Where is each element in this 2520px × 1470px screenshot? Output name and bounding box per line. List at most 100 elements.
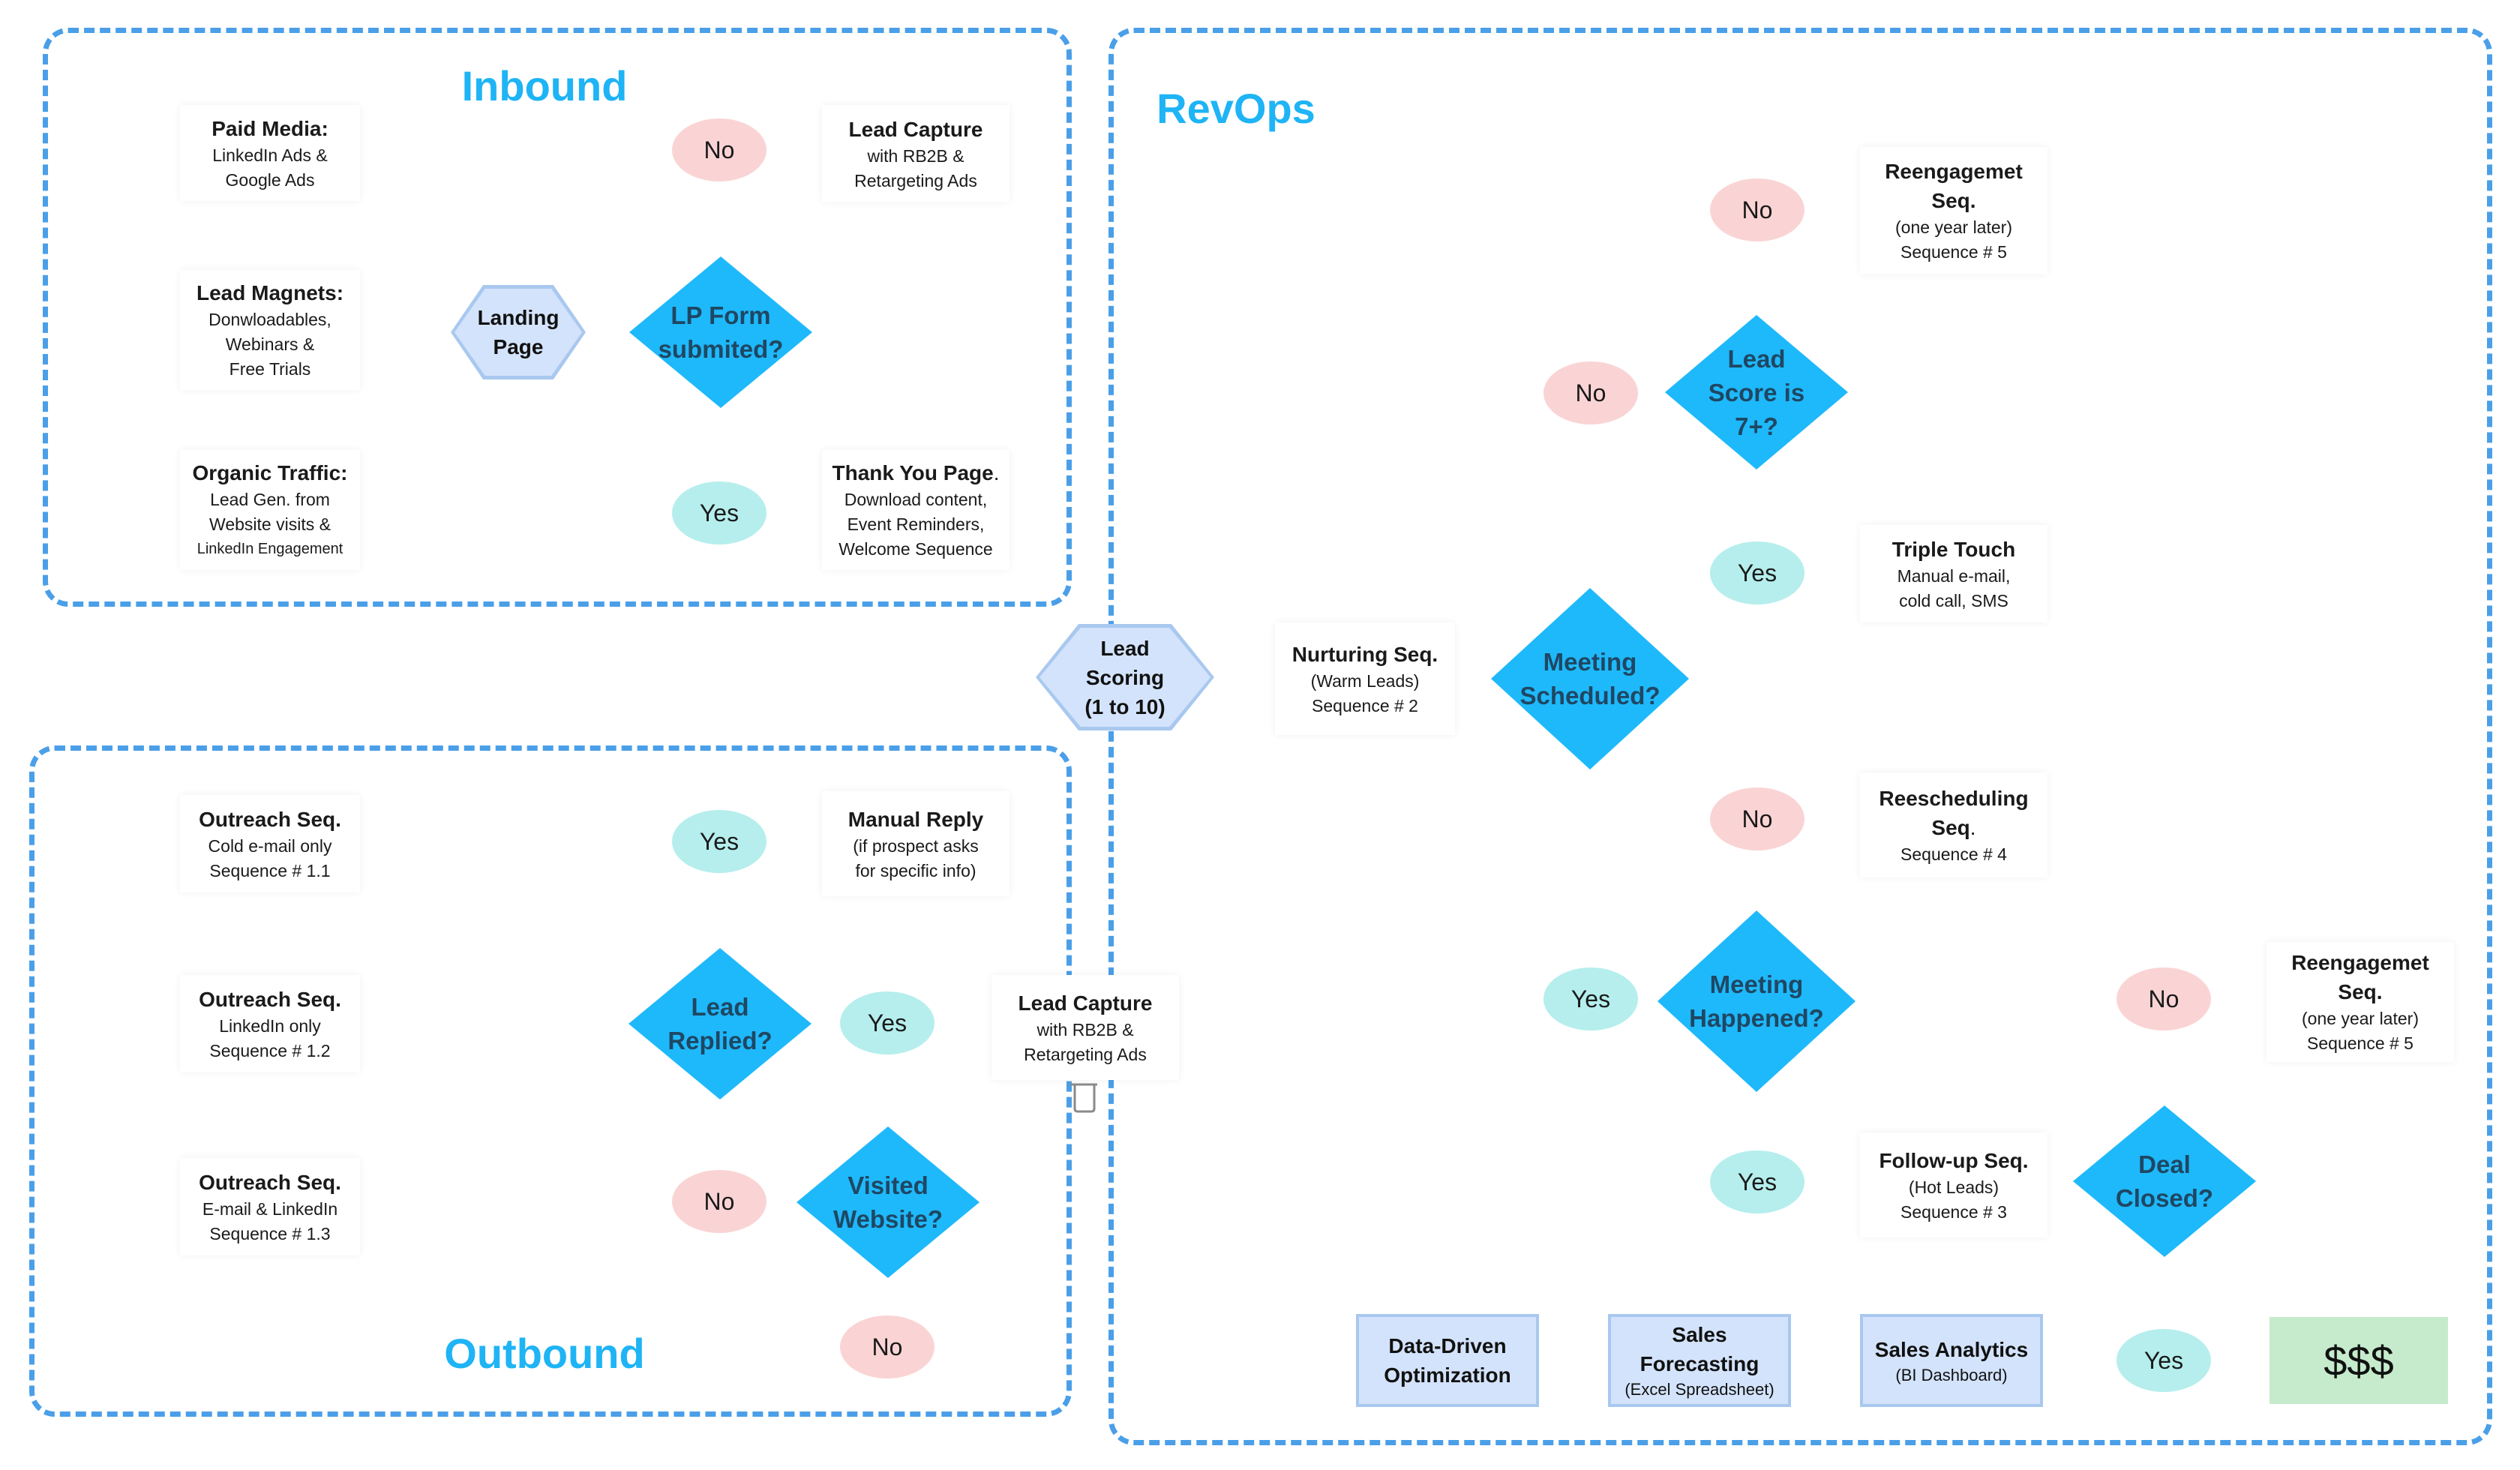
reengagement-seq-card-1: Reengagemet Seq. (one year later) Sequen…	[1860, 147, 2048, 274]
card-line: Cold e-mail only	[208, 836, 332, 856]
paid-media-card: Paid Media: LinkedIn Ads & Google Ads	[180, 105, 360, 201]
card-line: Webinars &	[225, 334, 315, 354]
card-line: Sequence # 1.2	[209, 1040, 331, 1060]
card-line: (if prospect asks	[853, 836, 979, 856]
decision-label: Score is	[1708, 378, 1805, 406]
inbound-title: Inbound	[461, 62, 628, 110]
card-line: for specific info)	[855, 860, 976, 880]
card-line: (Warm Leads)	[1310, 670, 1420, 691]
lp-form-decision: LP Form submited?	[629, 256, 812, 408]
card-title: Reengagemet	[1885, 160, 2023, 183]
outreach-seq-1-3-card: Outreach Seq. E-mail & LinkedIn Sequence…	[180, 1158, 360, 1256]
card-line: Manual e-mail,	[1897, 566, 2011, 586]
card-line: Sequence # 2	[1312, 695, 1418, 716]
card-line: Sequence # 1.1	[209, 860, 331, 880]
decision-label: Happened?	[1689, 1004, 1824, 1032]
card-line: Retargeting Ads	[1024, 1044, 1147, 1064]
decision-label: submited?	[658, 335, 784, 363]
decision-label: Closed?	[2115, 1184, 2214, 1212]
deal-closed-no-pill: No	[2116, 968, 2211, 1030]
rescheduling-seq-card: Reescheduling Seq. Sequence # 4	[1860, 772, 2048, 878]
card-line: Sequence # 5	[1900, 242, 2007, 262]
card-title: Outreach Seq.	[199, 1170, 341, 1194]
card-line: with RB2B &	[867, 146, 964, 166]
lp-form-no-pill: No	[672, 118, 766, 182]
card-line: LinkedIn Ads &	[212, 145, 328, 165]
card-line: Sequence # 5	[2307, 1034, 2414, 1053]
box-line: (BI Dashboard)	[1895, 1365, 2008, 1384]
decision-label: Lead	[1727, 344, 1786, 373]
card-title: Follow-up Seq.	[1879, 1148, 2029, 1172]
decision-label: Meeting	[1543, 648, 1637, 676]
decision-label: 7+?	[1735, 412, 1778, 440]
card-title: Triple Touch	[1892, 537, 2016, 561]
lead-magnets-card: Lead Magnets: Donwloadables, Webinars & …	[180, 270, 360, 390]
organic-traffic-card: Organic Traffic: Lead Gen. from Website …	[180, 450, 360, 570]
node-label: Landing	[477, 306, 560, 329]
card-line: E-mail & LinkedIn	[202, 1198, 338, 1219]
sales-forecasting-box: Sales Forecasting (Excel Spreadsheet)	[1608, 1314, 1791, 1407]
rescheduling-no-pill: No	[1710, 788, 1804, 850]
card-line: Free Trials	[229, 359, 311, 379]
triple-touch-yes-pill: Yes	[1710, 542, 1804, 604]
card-line: Donwloadables,	[208, 310, 332, 329]
data-driven-optimization-box: Data-Driven Optimization	[1356, 1314, 1539, 1407]
card-line: Lead Gen. from	[210, 490, 330, 509]
node-label: (1 to 10)	[1084, 694, 1166, 718]
decision-label: LP Form	[670, 302, 771, 329]
box-line: Data-Driven	[1388, 1334, 1507, 1358]
box-line: Forecasting	[1640, 1352, 1760, 1376]
card-title: Outreach Seq.	[199, 987, 341, 1011]
follow-up-yes-pill: Yes	[1710, 1150, 1804, 1214]
card-title: Organic Traffic:	[192, 461, 348, 484]
card-line: (one year later)	[2302, 1009, 2419, 1028]
box-line: Optimization	[1384, 1364, 1511, 1387]
inbound-region	[43, 28, 1072, 607]
card-line: with RB2B &	[1036, 1019, 1134, 1040]
node-label: Page	[493, 335, 544, 358]
card-title: Seq.	[2338, 980, 2383, 1004]
card-line: LinkedIn Engagement	[196, 541, 344, 557]
card-line: Sequence # 3	[1900, 1202, 2007, 1222]
card-title: Lead Magnets:	[196, 281, 344, 304]
node-label: Lead	[1100, 636, 1150, 660]
outreach-seq-1-1-card: Outreach Seq. Cold e-mail only Sequence …	[180, 795, 360, 892]
card-title-suffix: .	[993, 461, 1000, 484]
card-line: (one year later)	[1895, 218, 2012, 237]
lead-replied-yes-pill: Yes	[840, 992, 934, 1054]
card-title: Manual Reply	[848, 807, 984, 831]
reengage-no-pill: No	[1710, 178, 1804, 242]
box-line: Sales	[1672, 1323, 1727, 1346]
outbound-bottom-no-pill: No	[840, 1316, 934, 1378]
card-line: LinkedIn only	[219, 1016, 321, 1036]
card-title: Outreach Seq.	[199, 807, 341, 831]
decision-label: Website?	[832, 1205, 944, 1233]
card-title: Lead Capture	[1018, 991, 1153, 1015]
card-line: Sequence # 4	[1900, 844, 2007, 864]
card-title: Paid Media:	[212, 116, 328, 140]
card-line: Google Ads	[225, 170, 315, 190]
card-line: Retargeting Ads	[854, 170, 977, 190]
meeting-happened-yes-pill: Yes	[1544, 968, 1638, 1030]
outbound-region	[29, 746, 1072, 1417]
node-label: Scoring	[1085, 665, 1165, 689]
deal-closed-yes-pill: Yes	[2116, 1329, 2211, 1392]
lp-form-yes-pill: Yes	[672, 482, 766, 544]
lead-score-no-pill: No	[1544, 362, 1638, 424]
card-line: Website visits &	[209, 514, 331, 534]
thank-you-page-card: Thank You Page. Download content, Event …	[822, 450, 1010, 570]
outbound-lead-capture-card: Lead Capture with RB2B & Retargeting Ads	[992, 975, 1179, 1080]
revops-title: RevOps	[1156, 85, 1316, 132]
decision-label: Deal	[2138, 1150, 2191, 1178]
decision-label: Lead	[691, 993, 749, 1021]
sales-analytics-box: Sales Analytics (BI Dashboard)	[1860, 1314, 2043, 1407]
card-line: Event Reminders,	[847, 514, 985, 534]
card-line: (Hot Leads)	[1908, 1177, 2000, 1197]
money-result-box: $$$	[2270, 1317, 2448, 1404]
card-line: cold call, SMS	[1899, 590, 2008, 610]
